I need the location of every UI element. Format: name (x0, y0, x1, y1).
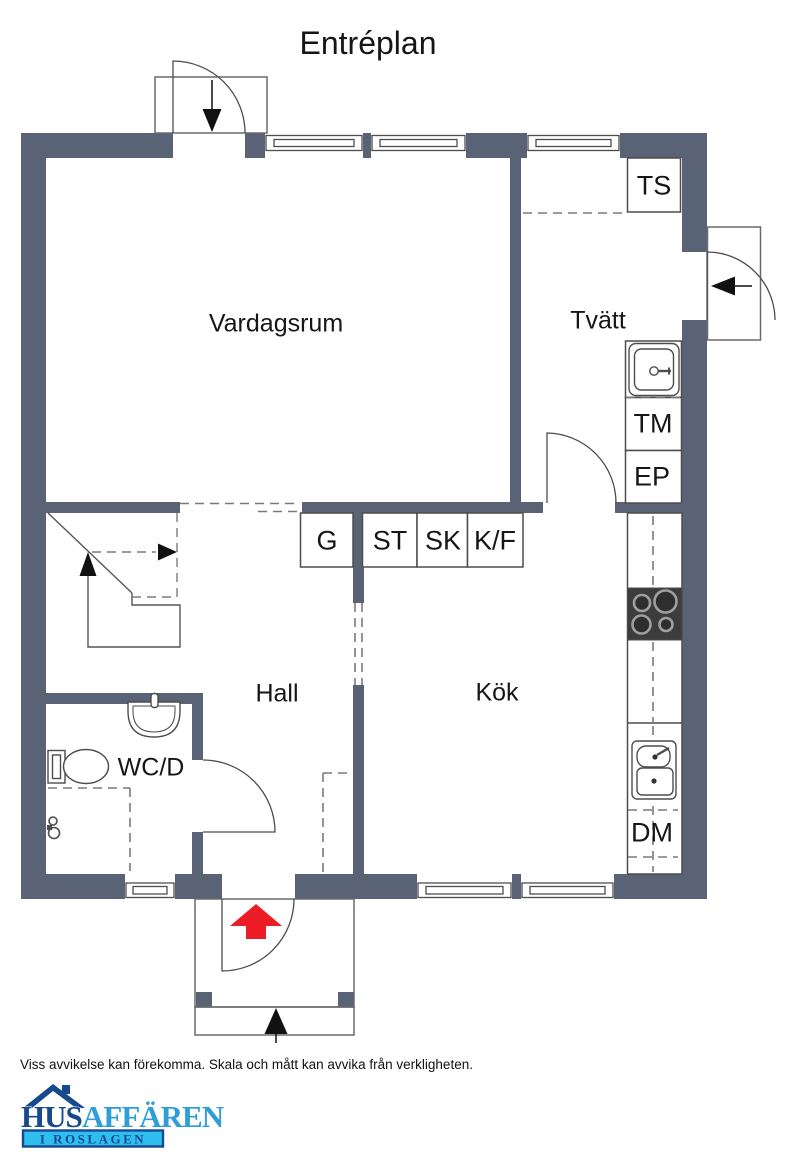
windows (125, 134, 620, 899)
wc-sink-icon (127, 692, 181, 738)
logo-text-affaren: AFFÄREN (82, 1099, 224, 1134)
disclaimer-text: Viss avvikelse kan förekomma. Skala och … (20, 1057, 473, 1072)
fixture-label-dm: DM (631, 817, 673, 848)
walls (21, 133, 707, 1007)
direction-arrows (202, 80, 752, 1043)
logo-banner (21, 1129, 165, 1148)
fixture-label-sk: SK (424, 525, 462, 556)
room-label-hall: Hall (255, 679, 299, 708)
wc-toilet-icon (47, 748, 110, 785)
door-laundry-exterior (706, 251, 776, 321)
laundry-sink-icon (628, 342, 680, 397)
husaffaren-logo: HUS AFFÄREN I ROSLAGEN (21, 1084, 225, 1148)
logo-text-hus: HUS (21, 1099, 82, 1134)
fixture-label-g: G (316, 525, 338, 556)
room-label-kok: Kök (475, 678, 519, 707)
dashed-openings (48, 212, 681, 872)
kitchen-sink-icon (631, 740, 677, 800)
fixture-label-ep: EP (633, 461, 671, 492)
doors (172, 60, 776, 972)
fixture-label-ts: TS (636, 170, 672, 201)
room-label-vardagsrum: Vardagsrum (208, 309, 344, 338)
fixture-label-st: ST (372, 525, 408, 556)
room-label-tvatt: Tvätt (570, 306, 626, 335)
door-kitchen (546, 432, 617, 504)
door-wc (202, 759, 276, 833)
fixture-label-tm: TM (633, 408, 673, 439)
staircase (47, 512, 181, 648)
logo-tagline: I ROSLAGEN (40, 1132, 146, 1147)
door-entrance (221, 898, 295, 972)
logo-house-icon (23, 1084, 85, 1108)
floor-drain-icon (47, 816, 61, 840)
stove-icon (627, 587, 683, 641)
fixture-label-kf: K/F (473, 525, 517, 556)
entry-arrow (230, 904, 282, 939)
room-label-wcd: WC/D (117, 753, 185, 782)
plan-title: Entréplan (299, 25, 437, 61)
door-top (172, 60, 246, 134)
